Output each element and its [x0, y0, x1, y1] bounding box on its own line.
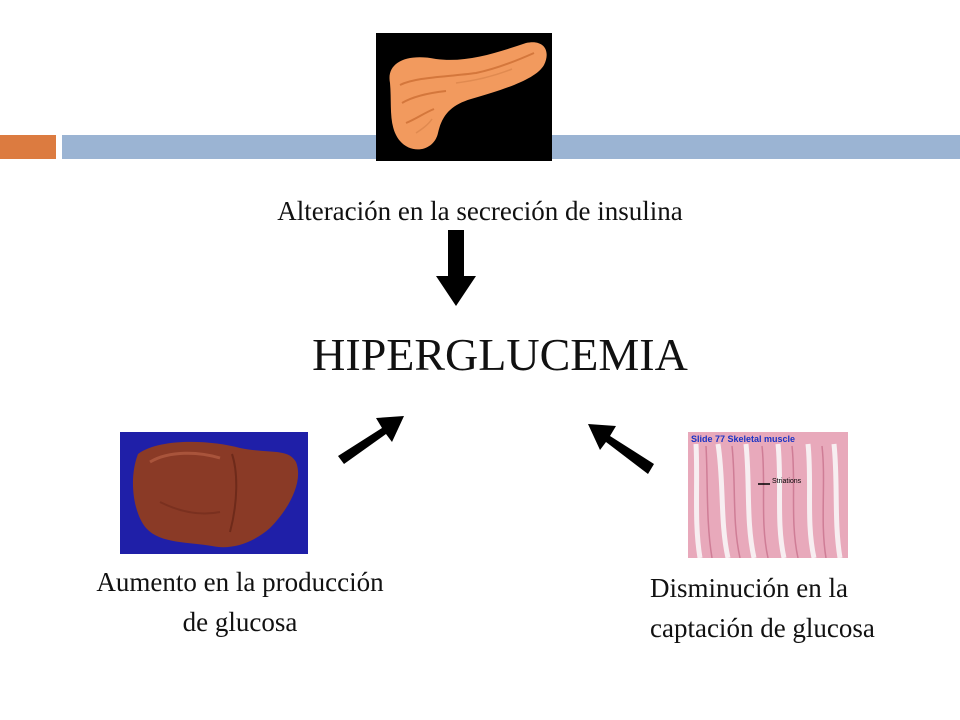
glucose-uptake-line2: captación de glucosa [650, 613, 875, 643]
pancreas-image [376, 33, 552, 161]
insulin-secretion-caption: Alteración en la secreción de insulina [277, 196, 683, 226]
glucose-production-line1: Aumento en la producción [96, 567, 384, 597]
striations-label: Striations [772, 478, 802, 485]
hyperglycemia-title: HIPERGLUCEMIA [312, 329, 688, 380]
header-bar-accent [0, 135, 56, 159]
arrow-down-icon [436, 230, 476, 306]
skeletal-muscle-image: Slide 77 Skeletal muscle Striations [688, 432, 848, 558]
glucose-production-line2: de glucosa [182, 607, 298, 637]
muscle-slide-label: Slide 77 Skeletal muscle [691, 434, 796, 444]
glucose-uptake-line1: Disminución en la [650, 573, 848, 603]
arrow-diagonal-up-right-icon [338, 416, 404, 464]
liver-image [120, 432, 308, 554]
glucose-uptake-caption: Disminución en la captación de glucosa [650, 568, 875, 648]
glucose-production-caption: Aumento en la producción de glucosa [60, 562, 420, 642]
arrow-diagonal-up-left-icon [588, 424, 654, 474]
